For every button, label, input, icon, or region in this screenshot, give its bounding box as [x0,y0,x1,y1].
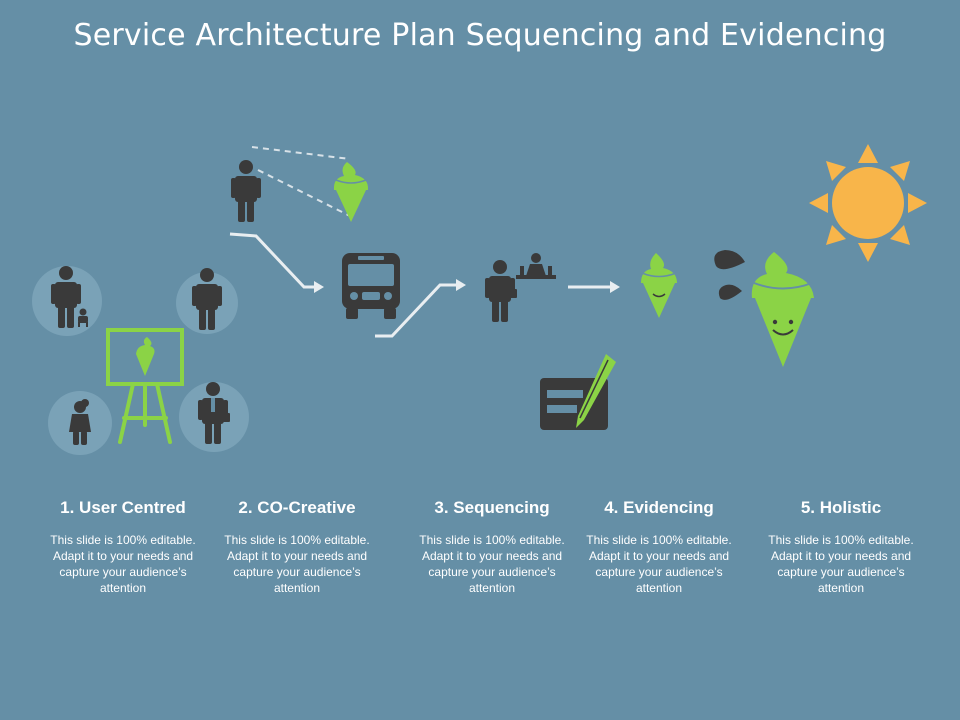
step-title: 3. Sequencing [434,498,550,517]
step-description: This slide is 100% editable. Adapt it to… [768,533,914,595]
step-sequencing: 3. Sequencing This slide is 100% editabl… [407,498,577,596]
person-icon [231,160,261,222]
flow-arrow [229,232,316,289]
flow-arrow [375,283,458,338]
step-evidencing: 4. Evidencing This slide is 100% editabl… [574,498,744,596]
step-description: This slide is 100% editable. Adapt it to… [586,533,732,595]
writing-pad-icon [540,354,616,430]
step-holistic: 5. Holistic This slide is 100% editable.… [756,498,926,596]
user-centred-group [32,266,249,455]
ice-cream-icon [333,162,369,222]
step-title: 1. User Centred [60,498,186,517]
woman-icon [69,399,91,445]
diagram-artwork [32,144,927,455]
step-description: This slide is 100% editable. Adapt it to… [224,533,370,595]
step-co-creative: 2. CO-Creative This slide is 100% editab… [212,498,382,596]
melt-drops-icon [714,250,745,300]
pen-icon [576,354,616,428]
step-title: 5. Holistic [800,498,882,517]
easel-icon [106,328,184,444]
co-creative-group [229,146,466,338]
step-description: This slide is 100% editable. Adapt it to… [419,533,565,595]
bus-icon [342,253,400,319]
holistic-group [751,144,927,367]
smiling-ice-cream-icon [641,253,677,318]
step-title: 2. CO-Creative [238,498,356,517]
step-title: 4. Evidencing [604,498,714,517]
counter-attendant-icon [516,253,556,279]
step-description: This slide is 100% editable. Adapt it to… [50,533,196,595]
sequencing-group [485,253,620,430]
sun-icon [809,144,927,262]
step-user-centred: 1. User Centred This slide is 100% edita… [38,498,208,596]
large-smiling-ice-cream-icon [751,252,814,367]
slide-title: Service Architecture Plan Sequencing and… [73,18,887,53]
evidencing-group [641,250,745,318]
ice-cream-small-icon [136,337,155,376]
dog-icon [78,308,88,327]
